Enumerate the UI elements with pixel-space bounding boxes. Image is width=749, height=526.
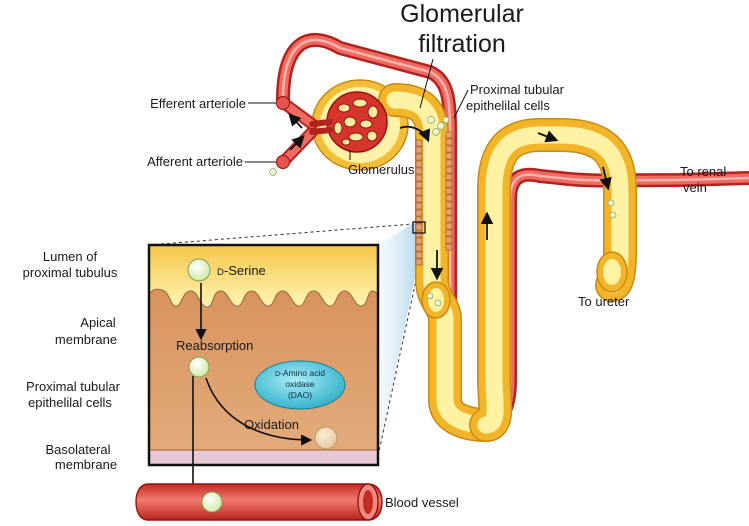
epithelial-cell	[445, 208, 453, 216]
inset-basolateral-membrane	[149, 450, 378, 465]
efferent-flow-arrow	[288, 113, 303, 129]
epithelial-cell	[415, 244, 423, 252]
flow-arrows	[288, 113, 612, 281]
renal-vein-label-line-2: vein	[683, 180, 707, 195]
ureter-label: To ureter	[578, 294, 630, 309]
reabsorption-label: Reabsorption	[176, 338, 253, 353]
epithelial-cell	[415, 195, 423, 203]
zoom-wedge	[378, 224, 426, 456]
epithelial-cell	[445, 236, 453, 244]
oxidized-product-molecule	[314, 426, 338, 450]
epithelial-cell	[415, 230, 423, 238]
apical-label-line-1: Apical	[80, 315, 116, 330]
epithelial-cell	[415, 181, 423, 189]
lumen-label-line-2: proximal tubulus	[23, 265, 118, 280]
epithelial-cell	[445, 131, 453, 139]
epithelial-cell	[415, 188, 423, 196]
blood-vessel-label: Blood vessel	[385, 495, 459, 510]
epithelial-cells-right	[445, 131, 453, 251]
leader-lines	[245, 58, 469, 163]
epithelial-cell	[445, 201, 453, 209]
lumen-label-line-1: Lumen of	[43, 249, 98, 264]
ptec-left-label-line-1: Proximal tubular	[26, 379, 121, 394]
basolateral-label-line-2: membrane	[55, 457, 117, 472]
afferent-arteriole-label: Afferent arteriole	[147, 154, 243, 169]
epithelial-cell	[445, 229, 453, 237]
epithelial-cell	[445, 166, 453, 174]
arterioles	[279, 98, 318, 166]
ptec-left-label-line-2: epithelilal cells	[28, 395, 112, 410]
epithelial-cell	[415, 237, 423, 245]
epithelial-cell	[445, 194, 453, 202]
epithelial-cell	[445, 187, 453, 195]
epithelial-cell	[445, 173, 453, 181]
epithelial-cell	[445, 180, 453, 188]
inset-source-box	[412, 221, 426, 234]
zoom-line-top	[148, 223, 414, 246]
blood-vessel	[135, 483, 383, 521]
oxidation-arrow	[205, 377, 313, 446]
oxidation-label: Oxidation	[244, 417, 299, 432]
epithelial-cell	[445, 138, 453, 146]
epithelial-cell	[415, 258, 423, 266]
epithelial-cell	[415, 216, 423, 224]
epithelial-cell	[415, 174, 423, 182]
renal-vein-label-line-1: To renal	[680, 164, 726, 179]
dao-label-line-2: oxidase	[285, 379, 315, 389]
epithelial-cell	[415, 202, 423, 210]
zoom-line-bottom	[377, 233, 427, 457]
dao-enzyme	[254, 360, 346, 410]
epithelial-cell	[445, 222, 453, 230]
epithelial-cell	[415, 139, 423, 147]
ptec-label-line-2: epithelilal cells	[466, 98, 550, 113]
capsule-flow-arrow	[399, 125, 431, 143]
glomerulus-label: Glomerulus	[348, 162, 415, 177]
epithelial-cell	[445, 243, 453, 251]
apical-label-line-2: membrane	[55, 332, 117, 347]
d-serine-molecule-lumen	[187, 258, 211, 282]
d-serine-molecule-blood	[201, 491, 223, 513]
efferent-arteriole-end	[275, 95, 291, 111]
basolateral-label-line-1: Basolateral	[45, 442, 110, 457]
dao-label-line-3: (DAO)	[288, 390, 312, 400]
epithelial-cell	[415, 160, 423, 168]
tubule-right-down-arrow	[599, 166, 612, 191]
afferent-flow-arrow	[289, 135, 305, 151]
afferent-arteriole-end	[275, 154, 291, 170]
epithelial-cell	[445, 159, 453, 167]
epithelial-cell	[445, 152, 453, 160]
dao-label-line-1: D-Amino acid	[275, 368, 325, 378]
title-line-2: filtration	[418, 30, 506, 58]
inset-panel	[147, 243, 380, 501]
epithelial-cell	[415, 209, 423, 217]
epithelial-cell	[415, 153, 423, 161]
title-line-1: Glomerular	[400, 0, 524, 28]
epithelial-cell	[415, 167, 423, 175]
ptec-label-line-1: Proximal tubular	[470, 82, 565, 97]
epithelial-cell	[415, 251, 423, 259]
glomerulus-tuft	[326, 91, 388, 153]
epithelial-cell	[445, 215, 453, 223]
epithelial-cell	[415, 223, 423, 231]
efferent-arteriole-label: Efferent arteriole	[150, 96, 246, 111]
d-serine-molecule-cell	[188, 356, 210, 378]
tubule-molecules	[269, 116, 617, 307]
inset-frame	[147, 243, 380, 467]
glomerulus-stalk	[309, 119, 333, 135]
epithelial-cell	[415, 146, 423, 154]
tubule-top-arrow	[537, 130, 559, 143]
epithelial-cells-left	[415, 139, 423, 266]
epithelial-cell	[445, 145, 453, 153]
d-serine-label: D-Serine	[217, 263, 266, 278]
